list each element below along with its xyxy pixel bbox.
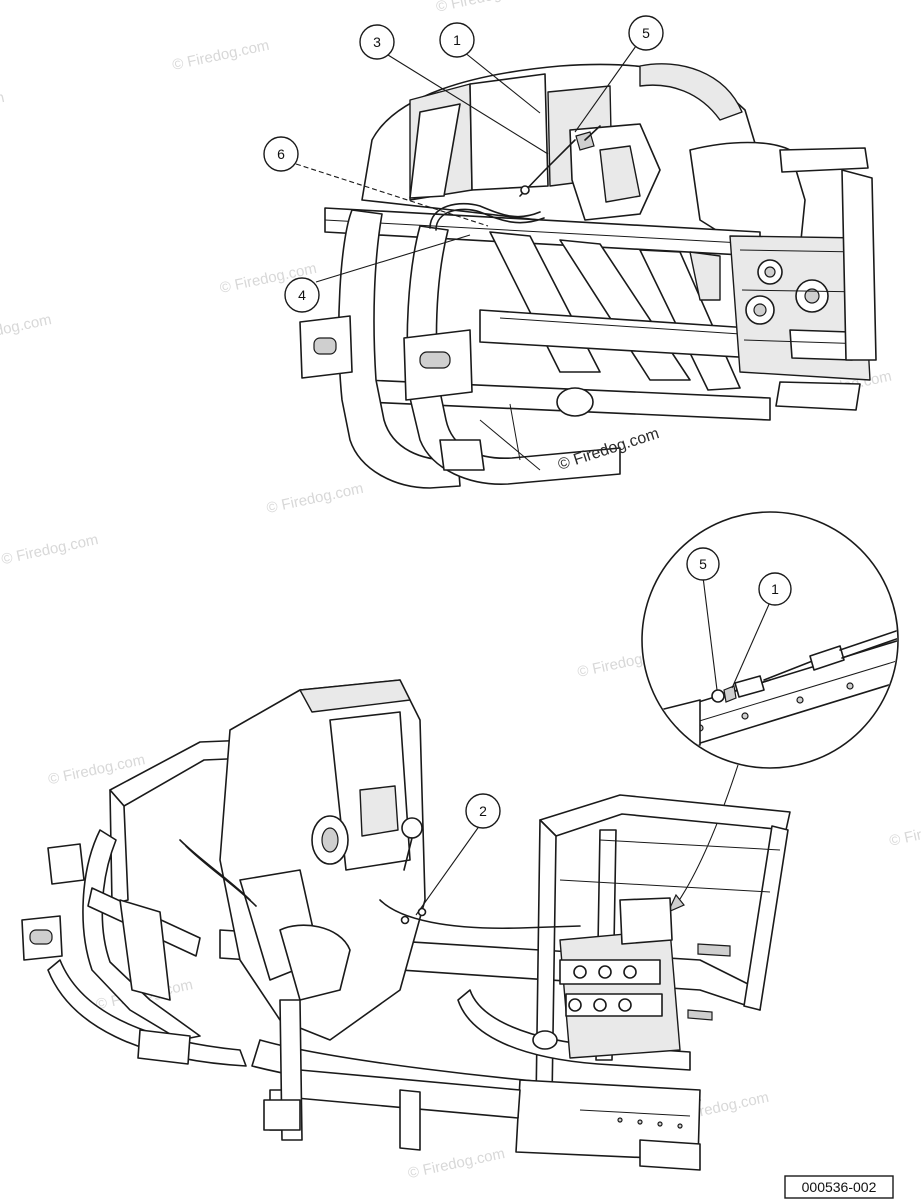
callout-detail-1: 1 <box>758 572 792 606</box>
figure-number: 000536-002 <box>802 1179 877 1195</box>
callout-number: 5 <box>642 25 650 41</box>
watermark: © Firedog.com <box>888 813 921 850</box>
callout-number: 2 <box>479 803 487 819</box>
watermark: © Firedog.com <box>0 311 53 348</box>
callout-3: 3 <box>359 24 395 60</box>
watermark: © Firedog.com <box>406 1145 506 1182</box>
bottom-illustration <box>21 679 791 1171</box>
callout-6: 6 <box>263 136 299 172</box>
leader-lines-top <box>295 45 637 283</box>
watermark: © Firedog.com <box>0 89 6 126</box>
callout-4: 4 <box>284 277 320 313</box>
watermark: © Firedog.com <box>0 531 100 568</box>
callout-5: 5 <box>628 15 664 51</box>
callout-number: 3 <box>373 34 381 50</box>
figure-number-box: 000536-002 <box>784 1175 894 1199</box>
callout-number: 1 <box>771 581 779 597</box>
top-illustration <box>299 63 877 489</box>
leader-lines-detail <box>702 576 771 691</box>
callout-number: 1 <box>453 32 461 48</box>
watermark: © Firedog.com <box>141 1196 241 1200</box>
watermark: © Firedog.com <box>265 480 365 517</box>
callout-2: 2 <box>465 793 501 829</box>
callout-1: 1 <box>439 22 475 58</box>
callout-detail-5: 5 <box>686 547 720 581</box>
watermark: © Firedog.com <box>435 0 535 16</box>
watermark: © Firedog.com <box>171 37 271 74</box>
callout-number: 5 <box>699 556 707 572</box>
leader-line-bottom <box>415 824 481 916</box>
callout-number: 6 <box>277 146 285 162</box>
callout-number: 4 <box>298 287 306 303</box>
